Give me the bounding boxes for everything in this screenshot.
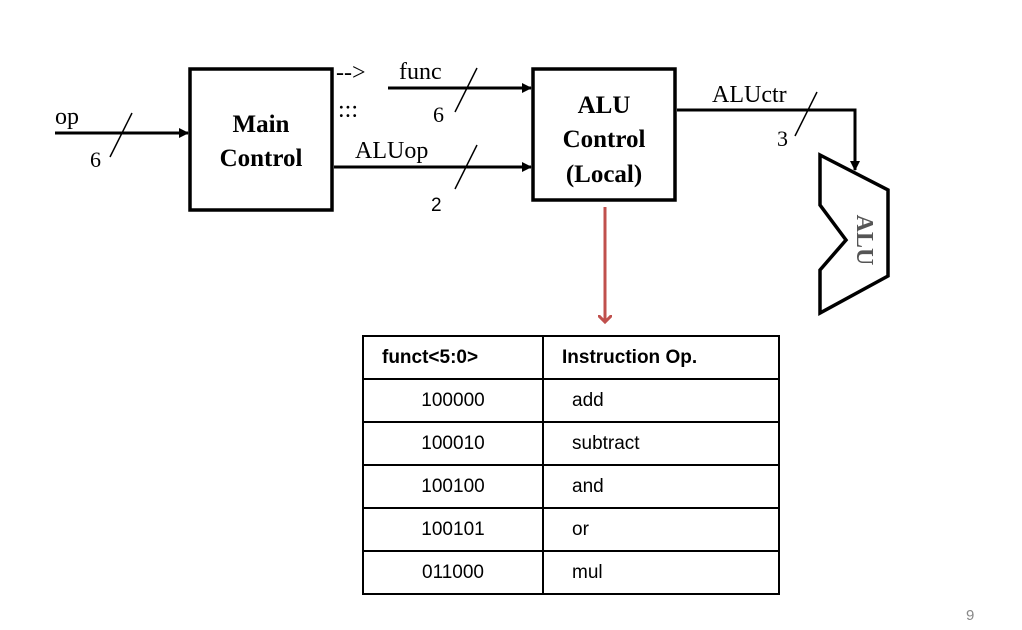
page-number: 9 [966, 607, 975, 624]
aluctr-bus-slash [794, 91, 818, 137]
main-control-label-1: Main [233, 111, 290, 138]
table-header-funct: funct<5:0> [362, 335, 544, 380]
table-row: 100000 add [362, 378, 780, 423]
main-control-label-2: Control [220, 145, 303, 172]
table-header-instruction: Instruction Op. [542, 335, 780, 380]
table-row: 100101 or [362, 507, 780, 552]
table-row: 011000 mul [362, 550, 780, 595]
table-header-row: funct<5:0> Instruction Op. [362, 335, 780, 380]
alu-label: ALU [851, 215, 877, 266]
alu-control-label-1: ALU [578, 92, 631, 119]
func-width: 6 [433, 102, 444, 127]
funct-table: funct<5:0> Instruction Op. 100000 add 10… [362, 335, 780, 595]
func-dots: ::: [338, 97, 358, 123]
main-control-box [188, 67, 334, 212]
table-cell-op: subtract [542, 421, 780, 466]
table-cell-funct: 011000 [362, 550, 544, 595]
table-cell-funct: 100000 [362, 378, 544, 423]
alu-control-label-3: (Local) [566, 161, 642, 188]
func-label: func [399, 59, 442, 85]
table-cell-op: add [542, 378, 780, 423]
table-row: 100010 subtract [362, 421, 780, 466]
alu-shape [818, 152, 890, 316]
table-cell-funct: 100010 [362, 421, 544, 466]
func-bus-slash [454, 67, 478, 113]
table-row: 100100 and [362, 464, 780, 509]
aluctr-label: ALUctr [712, 82, 787, 108]
aluctr-wire [677, 108, 860, 171]
alu-control-label-2: Control [563, 126, 646, 153]
table-cell-op: mul [542, 550, 780, 595]
func-dashed-arrow: --> [336, 60, 366, 86]
aluctr-width: 3 [777, 126, 788, 151]
table-cell-op: and [542, 464, 780, 509]
alu-control-box [531, 67, 677, 202]
table-cell-funct: 100101 [362, 507, 544, 552]
op-width: 6 [90, 147, 101, 172]
aluop-label: ALUop [355, 138, 428, 164]
op-label: op [55, 104, 79, 130]
table-cell-funct: 100100 [362, 464, 544, 509]
aluop-width: 2 [431, 195, 442, 216]
op-bus-slash [109, 112, 133, 158]
aluop-bus-slash [454, 144, 478, 190]
table-cell-op: or [542, 507, 780, 552]
